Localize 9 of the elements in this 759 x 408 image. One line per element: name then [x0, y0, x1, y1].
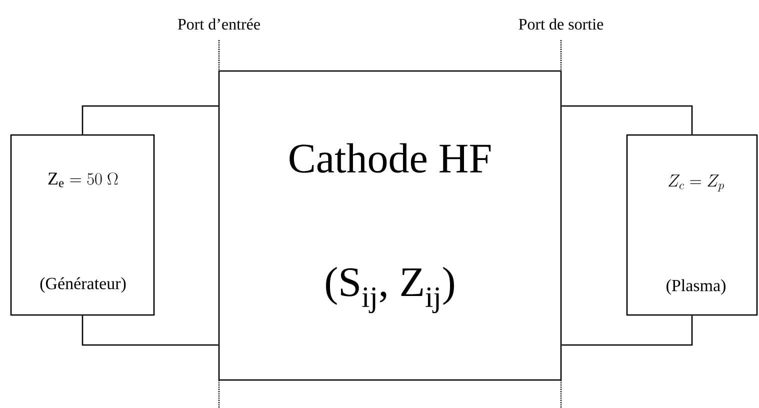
wire: [82, 105, 218, 134]
plasma-box: $Z_c = Z_p$ (Plasma): [626, 134, 758, 316]
wire: [82, 316, 218, 346]
wire: [562, 316, 693, 346]
wire: [562, 105, 693, 134]
port-label: Port d’entrée: [178, 18, 260, 30]
port-label: Port de sortie: [518, 18, 604, 30]
cathode-box: Cathode HF (S$_{ij}$, Z$_{ij}$): [218, 70, 562, 381]
generator-box: $\mathrm{Z_e} = 50\ \Omega$ (Générateur): [10, 134, 155, 316]
